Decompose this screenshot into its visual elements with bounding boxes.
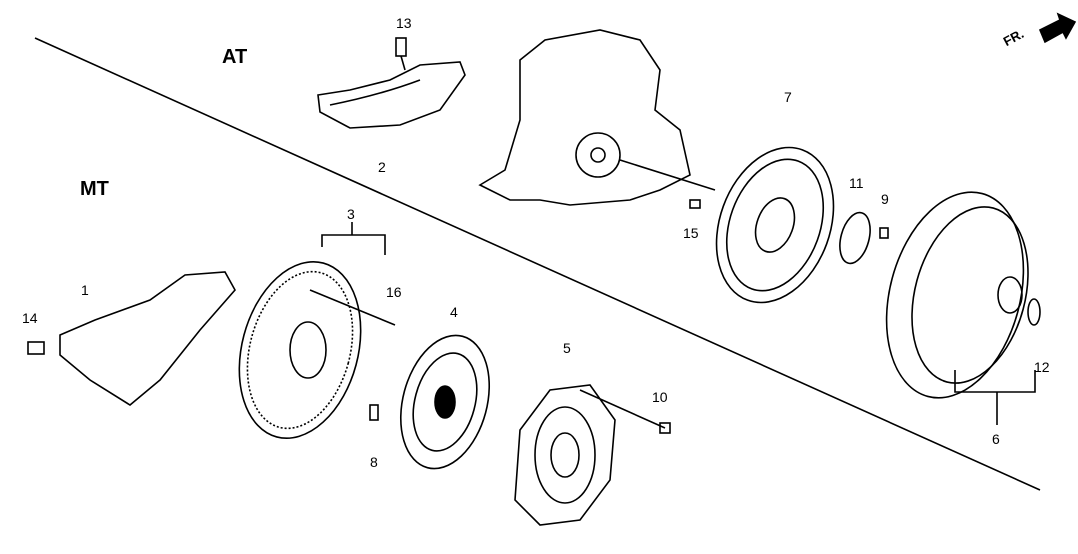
bolt-10 xyxy=(659,422,671,434)
drive-plate xyxy=(839,211,871,265)
bolt-9 xyxy=(879,227,889,239)
callout-16: 16 xyxy=(386,284,402,300)
bolt-15 xyxy=(689,199,701,209)
callout-4: 4 xyxy=(450,304,458,320)
clutch-disc xyxy=(399,334,491,470)
front-arrow-icon xyxy=(1038,12,1077,44)
callout-6: 6 xyxy=(992,431,1000,447)
callout-1: 1 xyxy=(81,282,89,298)
flywheel xyxy=(238,260,362,440)
section-label-at: AT xyxy=(222,46,248,68)
callout-11: 11 xyxy=(849,175,864,191)
callout-15: 15 xyxy=(683,225,699,241)
shield-mt xyxy=(59,271,236,406)
bolt-8 xyxy=(369,404,379,421)
callout-10: 10 xyxy=(652,389,668,405)
callout-8: 8 xyxy=(370,454,378,470)
callout-2: 2 xyxy=(378,159,386,175)
o-ring-12 xyxy=(1027,298,1041,326)
callout-7: 7 xyxy=(784,89,792,105)
callout-14: 14 xyxy=(22,310,38,326)
callout-13: 13 xyxy=(396,15,412,31)
bolt-13 xyxy=(395,37,407,57)
shield-at xyxy=(317,61,466,129)
torque-converter xyxy=(885,191,1025,399)
callout-9: 9 xyxy=(881,191,889,207)
callout-12: 12 xyxy=(1034,359,1050,375)
bolt-14 xyxy=(27,341,45,355)
divider-line xyxy=(34,37,1041,491)
crankshaft-flange xyxy=(575,132,621,178)
section-label-mt: MT xyxy=(80,178,109,200)
callout-5: 5 xyxy=(563,340,571,356)
flexplate xyxy=(715,146,835,304)
callout-3: 3 xyxy=(347,206,355,222)
pressure-plate xyxy=(514,384,616,526)
engine-block xyxy=(478,29,691,206)
